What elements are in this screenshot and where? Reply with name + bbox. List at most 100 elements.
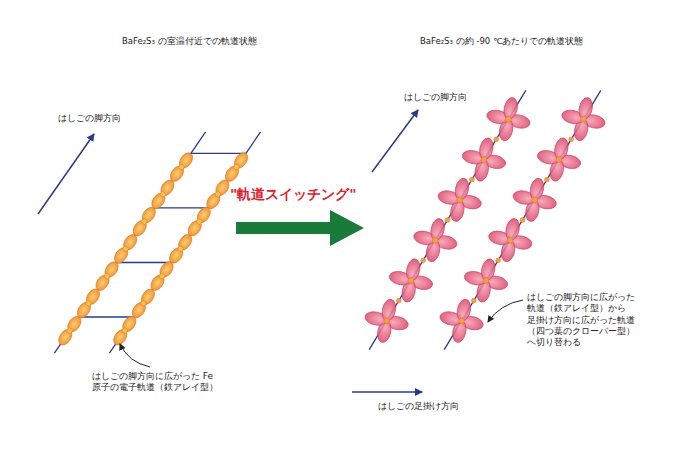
clover-orbital — [385, 254, 437, 306]
clover-orbital — [484, 214, 536, 266]
clover-orbital — [482, 93, 534, 145]
fe-atom — [159, 191, 166, 198]
ladder-leg — [54, 132, 205, 353]
clover-orbital — [460, 254, 512, 306]
ladder-leg — [369, 90, 526, 349]
dumbbell-orbital — [185, 205, 213, 238]
fe-atom — [507, 237, 514, 244]
clover-orbital — [557, 93, 609, 145]
fe-atom — [196, 218, 203, 225]
fe-atom — [141, 218, 148, 225]
s-atom — [569, 137, 574, 142]
dumbbell-orbital — [167, 232, 195, 265]
s-atom — [544, 177, 549, 182]
orbital-lobe — [502, 96, 519, 120]
fe-atom — [556, 156, 563, 163]
rung-direction-arrow — [352, 391, 422, 393]
fe-atom — [432, 237, 439, 244]
dumbbell-orbital — [168, 150, 196, 183]
clover-orbital — [436, 295, 488, 347]
orbital-lobe — [232, 150, 251, 170]
s-atom — [471, 298, 476, 303]
orbital-lobe — [504, 217, 521, 241]
fe-atom — [483, 277, 490, 284]
orbital-lobe — [405, 258, 422, 282]
panel-heading: BaFe₂S₃ の室温付近での軌道状態 — [122, 36, 257, 47]
fe-atom — [456, 197, 463, 204]
leader-line — [488, 300, 523, 322]
orbital-lobe — [480, 258, 497, 282]
orbital-lobe — [528, 177, 545, 201]
s-atom — [496, 258, 501, 263]
ladder-rung — [154, 207, 209, 208]
orbital-lobe — [177, 150, 196, 170]
fe-atom — [140, 300, 147, 307]
leg-direction-arrow — [372, 110, 418, 172]
ladder-group — [54, 90, 609, 353]
clover-orbital — [434, 174, 486, 226]
fe-atom — [233, 163, 240, 170]
fe-atom — [481, 156, 488, 163]
s-atom — [469, 177, 474, 182]
fe-atom — [178, 163, 185, 170]
leg-direction-arrow — [38, 134, 94, 214]
dumbbell-orbital — [93, 259, 121, 292]
orbital-lobe — [453, 177, 470, 201]
clover-orbital — [409, 214, 461, 266]
dumbbell-orbital — [149, 178, 177, 211]
ladder-rung — [79, 316, 134, 317]
s-atom — [494, 137, 499, 142]
dumbbell-orbital — [223, 150, 251, 183]
direction-label: はしごの脚方向 — [58, 113, 121, 124]
orbital-lobe — [75, 300, 94, 320]
dumbbell-orbital — [75, 287, 103, 320]
fe-atom — [122, 245, 129, 252]
orbital-lobe — [204, 191, 223, 211]
fe-atom — [158, 273, 165, 280]
panel-heading: BaFe₂S₃ の約 -90 ℃あたりでの軌道状態 — [420, 36, 583, 47]
ladder-leg — [109, 132, 260, 353]
orbital-lobe — [429, 217, 446, 241]
orbital-lobe — [380, 298, 397, 322]
orbital-lobe — [130, 300, 149, 320]
orbital-note: はしごの脚方向に広がった Fe 原子の電子軌道（鉄アレイ型） — [92, 371, 223, 394]
dumbbell-orbital — [148, 259, 176, 292]
direction-label: はしごの脚方向 — [404, 92, 467, 103]
dumbbell-orbital — [56, 314, 84, 347]
fe-atom — [103, 273, 110, 280]
dumbbell-orbital — [130, 205, 158, 238]
switch-arrow-shaft — [236, 222, 332, 234]
orbital-lobe — [56, 327, 75, 347]
ladder-rung — [191, 153, 246, 154]
fe-atom — [531, 197, 538, 204]
orbital-lobe — [168, 164, 187, 184]
fe-atom — [505, 116, 512, 123]
orbital-lobe — [112, 245, 131, 265]
fe-atom — [177, 245, 184, 252]
orbital-lobe — [455, 298, 472, 322]
clover-orbital — [533, 133, 585, 185]
orbital-lobe — [223, 164, 242, 184]
dumbbell-orbital — [112, 232, 140, 265]
orbital-lobe — [148, 273, 167, 293]
fe-atom — [408, 277, 415, 284]
switch-arrow-head — [330, 210, 364, 246]
clover-orbital — [458, 133, 510, 185]
orbital-lobe — [130, 218, 149, 238]
switching-label: "軌道スイッチング" — [230, 186, 357, 204]
orbital-lobe — [185, 218, 204, 238]
fe-atom — [66, 327, 73, 334]
orbital-lobe — [553, 137, 570, 161]
orbital-lobe — [577, 96, 594, 120]
orbital-note: はしごの脚方向に広がった 軌道（鉄アレイ型）から 足掛け方向に広がった軌道 （四… — [527, 292, 640, 348]
fe-atom — [214, 191, 221, 198]
orbital-lobe — [149, 191, 168, 211]
s-atom — [396, 298, 401, 303]
orbital-lobe — [167, 245, 186, 265]
fe-atom — [458, 317, 465, 324]
dumbbell-orbital — [111, 314, 139, 347]
fe-atom — [580, 116, 587, 123]
dumbbell-orbital — [204, 178, 232, 211]
s-atom — [445, 218, 450, 223]
